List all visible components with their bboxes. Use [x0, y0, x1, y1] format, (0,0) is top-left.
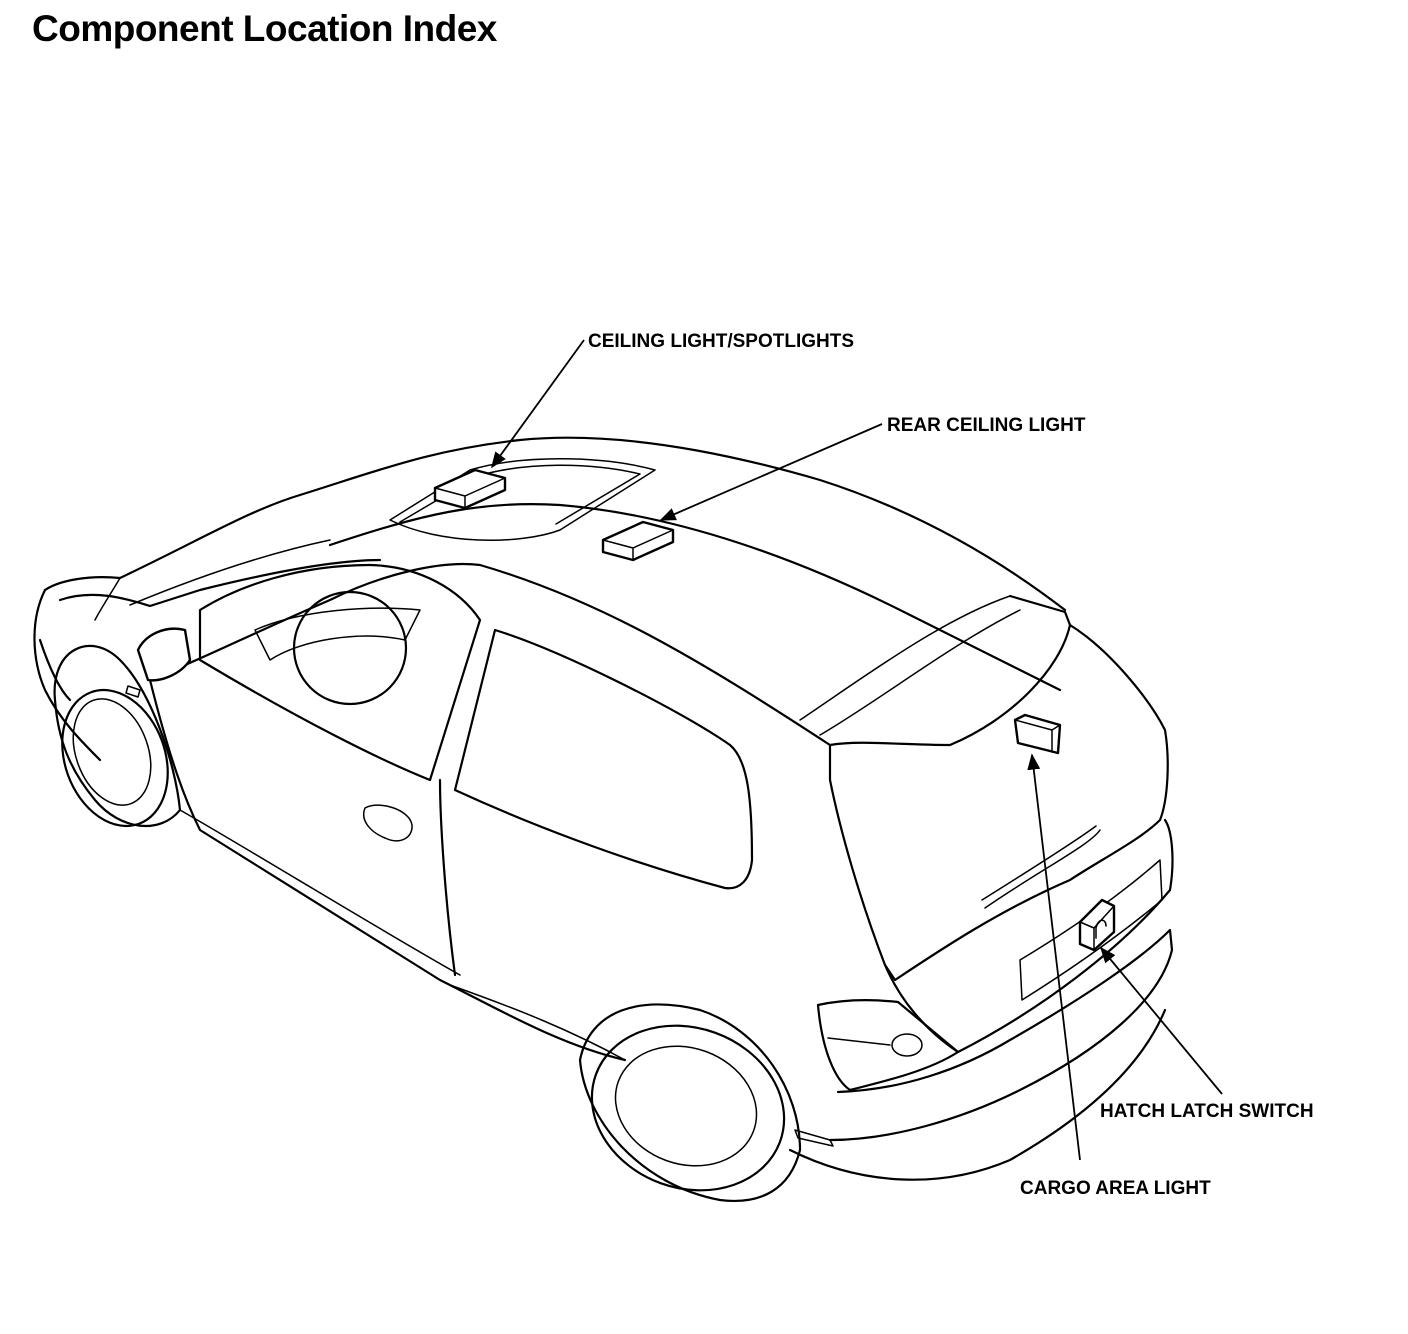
page-title: Component Location Index [32, 8, 497, 49]
rear-ceiling-light-box [601, 520, 675, 562]
callout-ceiling-light: CEILING LIGHT/SPOTLIGHTS [588, 331, 854, 352]
leader-lines [491, 339, 1223, 1161]
hatch-latch-switch-box [1078, 898, 1116, 952]
callout-cargo-area-light: CARGO AREA LIGHT [1020, 1178, 1211, 1199]
cargo-area-light-box [1013, 713, 1062, 755]
callout-hatch-latch-switch: HATCH LATCH SWITCH [1100, 1101, 1314, 1122]
callout-rear-ceiling-light: REAR CEILING LIGHT [887, 415, 1086, 436]
car-body [33, 436, 1174, 1181]
ceiling-light-box [433, 468, 507, 510]
front-wheel [53, 644, 182, 828]
rear-wheel [578, 1003, 802, 1202]
